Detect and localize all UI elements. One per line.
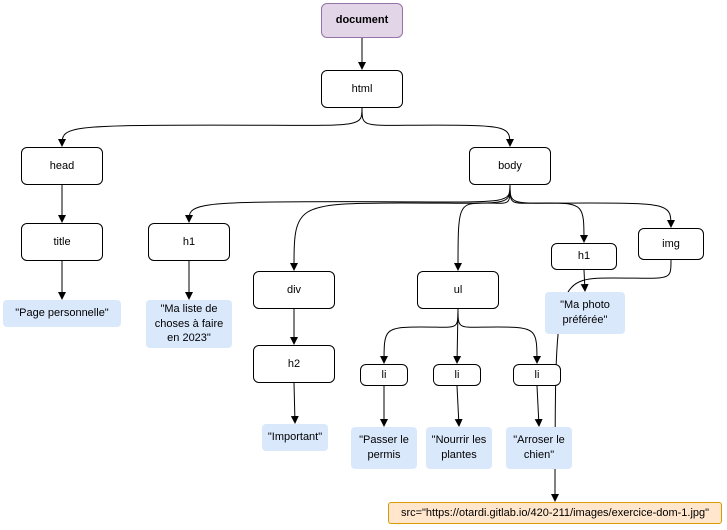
edge-li_3-to-li_3_text [534, 385, 543, 427]
text-node-arroser-le-chien: "Arroser le chien" [506, 427, 572, 469]
edge-ul-to-li_3 [457, 308, 541, 364]
edge-body-to-img [509, 184, 675, 228]
node-h2: h2 [253, 345, 335, 383]
text-node-important: "Important" [262, 424, 328, 451]
node-li-1: li [360, 364, 408, 386]
edge-h2-to-h2_text [290, 382, 299, 424]
edge-html-to-body [361, 107, 514, 147]
attribute-node-img-src: src="https://otardi.gitlab.io/420-211/im… [388, 502, 722, 524]
node-h1-second: h1 [551, 243, 617, 270]
edge-li_2-to-li_2_text [454, 385, 463, 427]
text-node-passer-le-permis: "Passer le permis [351, 427, 417, 469]
node-head: head [21, 147, 103, 185]
node-html: html [321, 70, 403, 108]
edge-body-to-ul [454, 184, 511, 271]
node-document: document [321, 3, 403, 38]
node-title: title [21, 223, 103, 261]
text-node-nourrir-les-plantes: "Nourrir les plantes [426, 427, 492, 469]
node-li-2: li [433, 364, 481, 386]
node-div: div [253, 271, 335, 309]
node-img: img [638, 228, 704, 260]
text-node-page-personnelle: "Page personnelle" [3, 300, 121, 327]
node-body: body [469, 147, 551, 185]
node-li-3: li [513, 364, 561, 386]
node-h1-first: h1 [148, 223, 230, 261]
edge-html-to-head [58, 107, 363, 147]
edge-ul-to-li_1 [380, 308, 459, 364]
node-ul: ul [417, 271, 499, 309]
edge-body-to-h1_first [185, 184, 511, 223]
text-node-ma-photo-preferee: "Ma photo préférée" [545, 292, 625, 334]
edge-body-to-div [290, 184, 511, 271]
edge-body-to-h1_second [509, 184, 588, 243]
text-node-ma-liste: "Ma liste de choses à faire en 2023" [146, 300, 232, 348]
